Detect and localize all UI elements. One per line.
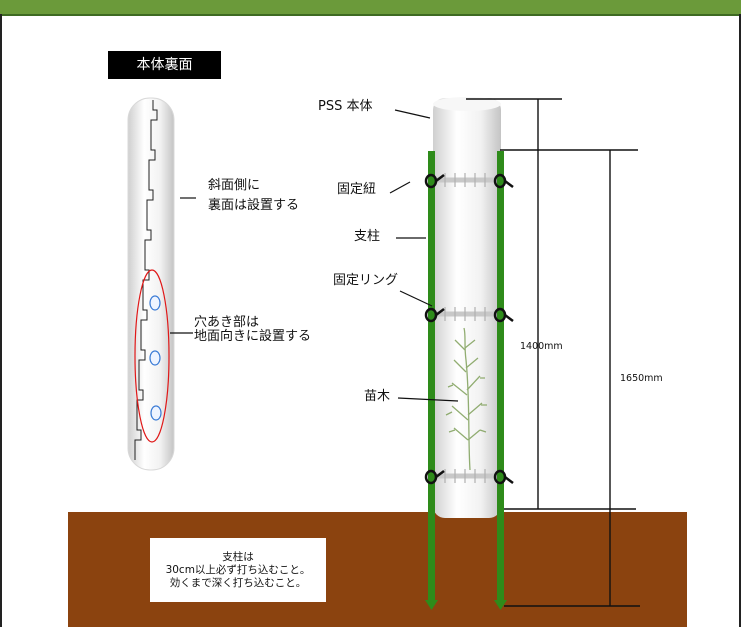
fixing-ring-leader xyxy=(399,290,433,307)
main-tube xyxy=(433,97,501,518)
hole-area-outline xyxy=(134,269,170,443)
seedling-leader xyxy=(397,397,459,402)
note-line-2: 30cm以上必ず打ち込むこと。 xyxy=(165,563,311,576)
back-view-tube xyxy=(127,97,175,471)
fixing-cord-leader xyxy=(389,181,411,194)
stake-right xyxy=(494,151,507,610)
note-line-1: 支柱は xyxy=(222,550,254,563)
pss-body-leader xyxy=(394,109,431,119)
fixing-ring-label: 固定リング xyxy=(333,273,399,288)
hole-label-line1: 穴あき部は xyxy=(194,315,260,330)
seedling-illustration xyxy=(445,327,487,471)
note-line-3: 効くまで深く打ち込むこと。 xyxy=(169,576,307,589)
right-border xyxy=(739,14,741,627)
back-view-title: 本体裏面 xyxy=(108,51,221,79)
seam-line xyxy=(134,100,158,460)
height-1400-label: 1400mm xyxy=(520,341,563,352)
fixing-cords xyxy=(424,173,514,485)
header-bar xyxy=(0,0,741,16)
hole-2 xyxy=(149,350,161,366)
hole-label-line2: 地面向きに設置する xyxy=(194,329,312,344)
slope-label-line1: 斜面側に xyxy=(208,178,261,193)
left-border xyxy=(0,14,2,627)
pss-body-label: PSS 本体 xyxy=(318,99,373,114)
stake-instruction-note: 支柱は 30cm以上必ず打ち込むこと。 効くまで深く打ち込むこと。 xyxy=(150,538,326,602)
fixing-rings xyxy=(433,177,501,479)
stake-left xyxy=(425,151,438,610)
height-1650-label: 1650mm xyxy=(620,373,663,384)
hole-1 xyxy=(149,295,161,311)
hole-3 xyxy=(150,405,162,421)
fixing-cord-label: 固定紐 xyxy=(337,182,377,197)
stake-label: 支柱 xyxy=(354,229,381,244)
seedling-label: 苗木 xyxy=(364,389,391,404)
dimension-lines xyxy=(466,98,640,607)
slope-label-line2: 裏面は設置する xyxy=(208,198,300,213)
